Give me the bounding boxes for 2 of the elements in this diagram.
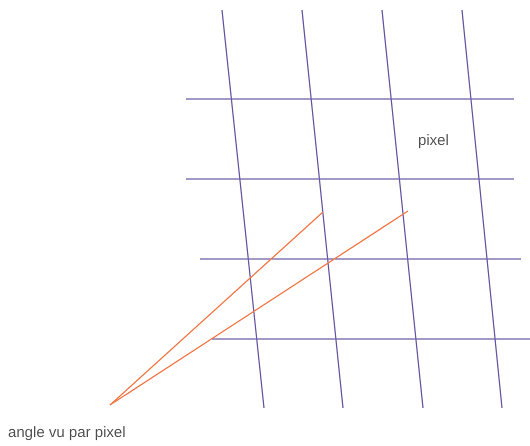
pixel-label: pixel [418, 132, 449, 150]
angle-label: angle vu par pixel [8, 424, 126, 442]
